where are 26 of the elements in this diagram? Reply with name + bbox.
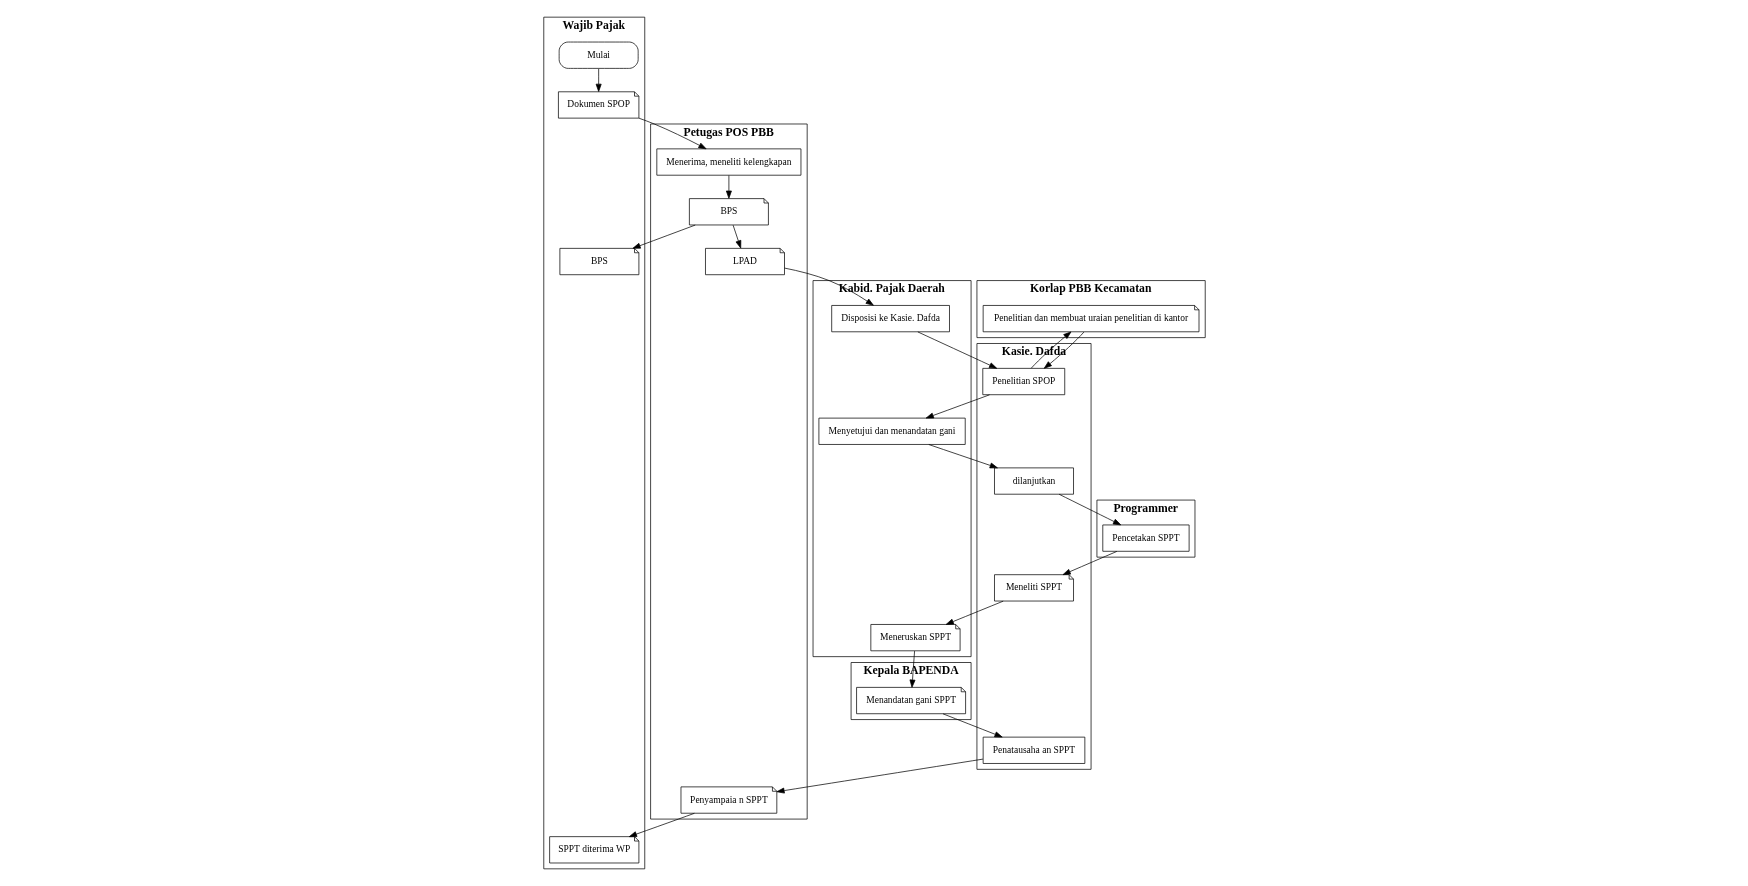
node-box: Mulai (558, 41, 639, 69)
arrow (595, 68, 602, 92)
arrow (783, 267, 874, 306)
node-box: Penelitian SPOP (981, 368, 1065, 396)
arrow (725, 175, 732, 199)
node-box: Disposisi ke Kasie. Dafda (830, 305, 950, 333)
arrow (942, 713, 1003, 738)
arrow (732, 224, 741, 249)
arrow (927, 444, 998, 469)
arrow (945, 600, 1004, 625)
arrow (1058, 493, 1121, 526)
node-box: Menyetujui dan menandatan gani (818, 417, 966, 445)
node-box: Menerima, meneliti kelengkapan (655, 148, 801, 176)
arrow (638, 117, 706, 150)
arrow (909, 650, 915, 688)
arrow (776, 758, 983, 794)
node-box: Pencetakan SPPT (1101, 524, 1189, 552)
node-box: Penatausaha an SPPT (982, 736, 1085, 764)
arrow (925, 394, 990, 419)
node-box: dilanjutkan (993, 467, 1074, 495)
arrow (917, 331, 997, 369)
arrow (632, 224, 696, 249)
arrow (1062, 551, 1117, 575)
arrow (1030, 331, 1071, 369)
arrow (628, 812, 695, 837)
arrow (1043, 331, 1084, 369)
